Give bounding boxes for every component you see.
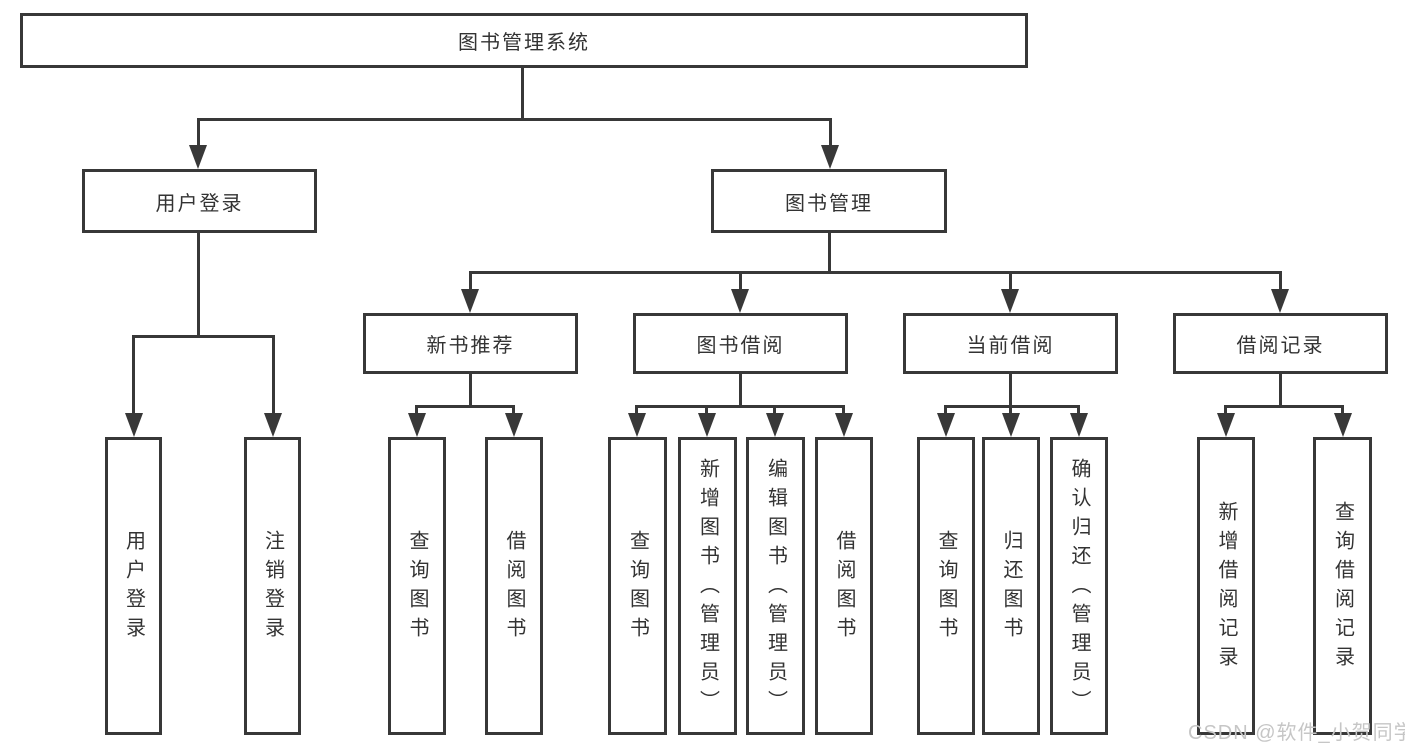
arrow-down-icon (1271, 289, 1289, 313)
connector-line (415, 405, 515, 408)
leaf-borrow-books-recommend: 借阅图书 (485, 437, 543, 735)
connector-line (829, 121, 832, 148)
leaf-logout: 注销登录 (244, 437, 301, 735)
connector-line (469, 271, 1282, 274)
node-borrowing-records: 借阅记录 (1173, 313, 1388, 374)
csdn-watermark: CSDN @软件_小贺同学 (1188, 722, 1405, 744)
connector-line (197, 233, 200, 337)
arrow-down-icon (1217, 413, 1235, 437)
arrow-down-icon (937, 413, 955, 437)
connector-line (1341, 406, 1344, 415)
connector-line (635, 405, 845, 408)
connector-line (469, 274, 472, 291)
arrow-down-icon (628, 413, 646, 437)
node-user-login: 用户登录 (82, 169, 317, 233)
arrow-down-icon (821, 145, 839, 169)
leaf-add-books-admin: 新增图书（管理员） (678, 437, 737, 735)
connector-line (842, 406, 845, 415)
node-current-borrowing: 当前借阅 (903, 313, 1118, 374)
leaf-query-books-borrowing: 查询图书 (608, 437, 667, 735)
arrow-down-icon (1334, 413, 1352, 437)
connector-line (197, 121, 200, 148)
connector-line (739, 374, 742, 407)
connector-line (1077, 406, 1080, 415)
arrow-down-icon (408, 413, 426, 437)
connector-line (1279, 274, 1282, 291)
connector-line (469, 374, 472, 407)
node-new-book-recommendation: 新书推荐 (363, 313, 578, 374)
connector-line (828, 233, 831, 273)
connector-line (1224, 405, 1344, 408)
connector-line (521, 67, 524, 121)
leaf-confirm-return-admin: 确认归还（管理员） (1050, 437, 1108, 735)
connector-line (944, 405, 1080, 408)
connector-line (132, 335, 275, 338)
leaf-query-books-current: 查询图书 (917, 437, 975, 735)
connector-line (132, 338, 135, 415)
arrow-down-icon (698, 413, 716, 437)
connector-line (705, 406, 708, 415)
arrow-down-icon (264, 413, 282, 437)
arrow-down-icon (1001, 289, 1019, 313)
arrow-down-icon (1002, 413, 1020, 437)
leaf-user-login: 用户登录 (105, 437, 162, 735)
connector-line (1009, 374, 1012, 407)
leaf-query-books-recommend: 查询图书 (388, 437, 446, 735)
arrow-down-icon (189, 145, 207, 169)
arrow-down-icon (461, 289, 479, 313)
connector-line (272, 338, 275, 415)
arrow-down-icon (835, 413, 853, 437)
leaf-query-borrow-record: 查询借阅记录 (1313, 437, 1372, 735)
connector-line (1279, 374, 1282, 407)
connector-line (512, 406, 515, 415)
connector-line (1224, 406, 1227, 415)
connector-line (773, 406, 776, 415)
node-book-management: 图书管理 (711, 169, 947, 233)
leaf-return-books: 归还图书 (982, 437, 1040, 735)
connector-line (1009, 406, 1012, 415)
connector-line (415, 406, 418, 415)
connector-line (1009, 274, 1012, 291)
arrow-down-icon (766, 413, 784, 437)
arrow-down-icon (125, 413, 143, 437)
arrow-down-icon (1070, 413, 1088, 437)
arrow-down-icon (505, 413, 523, 437)
connector-line (944, 406, 947, 415)
leaf-add-borrow-record: 新增借阅记录 (1197, 437, 1255, 735)
node-book-borrowing: 图书借阅 (633, 313, 848, 374)
node-library-system: 图书管理系统 (20, 13, 1028, 68)
arrow-down-icon (731, 289, 749, 313)
connector-line (197, 118, 832, 121)
leaf-borrow-books: 借阅图书 (815, 437, 873, 735)
leaf-edit-books-admin: 编辑图书（管理员） (746, 437, 805, 735)
connector-line (635, 406, 638, 415)
connector-line (739, 274, 742, 291)
